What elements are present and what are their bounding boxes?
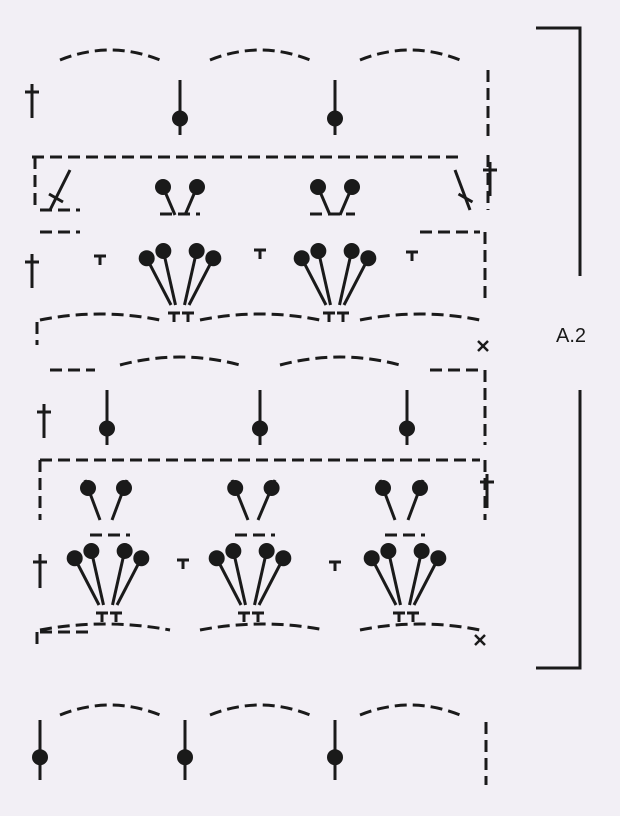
bead-symbol	[380, 543, 397, 559]
bead-symbol	[133, 550, 150, 567]
dc-bar	[48, 192, 64, 204]
bead-symbol	[155, 179, 171, 195]
bead-symbol	[66, 550, 83, 567]
bead-symbol	[263, 480, 280, 496]
bead-symbol	[363, 550, 380, 567]
bead-symbol	[83, 543, 100, 559]
bead-symbol	[172, 110, 188, 127]
dc-bar	[457, 192, 474, 204]
bead-symbol	[327, 110, 343, 127]
bead-symbol	[116, 480, 132, 496]
bead-symbol	[116, 543, 133, 559]
bead-symbol	[208, 550, 225, 567]
sc-line	[477, 340, 489, 352]
chain-arch	[359, 622, 481, 632]
bead-symbol	[258, 543, 275, 559]
dc-stem	[48, 169, 72, 211]
chain-arch	[359, 703, 461, 717]
bead-symbol	[310, 243, 327, 259]
bead-symbol	[188, 243, 205, 259]
bead-symbol	[327, 749, 343, 766]
bead-symbol	[225, 543, 242, 559]
bead-symbol	[32, 749, 48, 766]
bead-symbol	[205, 250, 222, 267]
chain-arch	[359, 48, 461, 62]
chain-arch	[209, 48, 311, 62]
chain-arch	[199, 312, 321, 322]
bead-symbol	[360, 250, 377, 267]
chain-arch	[199, 622, 326, 632]
bracket-top	[536, 26, 582, 276]
bead-symbol	[227, 480, 244, 496]
chain-arch	[119, 355, 241, 367]
bead-symbol	[413, 543, 430, 559]
bead-symbol	[399, 420, 415, 437]
bead-symbol	[344, 179, 360, 195]
sc-line	[474, 634, 486, 646]
bead-symbol	[177, 749, 193, 766]
bead-symbol	[343, 243, 360, 259]
bead-symbol	[310, 179, 326, 195]
bead-symbol	[189, 179, 205, 195]
bead-symbol	[252, 420, 268, 437]
chain-arch	[39, 312, 161, 322]
dc-stem	[453, 169, 472, 211]
bead-symbol	[375, 480, 391, 496]
bead-symbol	[99, 420, 115, 437]
bead-symbol	[80, 480, 96, 496]
bead-symbol	[275, 550, 292, 567]
bead-symbol	[293, 250, 310, 267]
chain-arch	[209, 703, 311, 717]
chain-arch	[59, 48, 161, 62]
bead-symbol	[430, 550, 447, 567]
chain-arch	[39, 622, 171, 632]
chain-arch	[359, 312, 481, 322]
section-label: A.2	[556, 325, 587, 347]
bracket-bottom	[536, 390, 582, 670]
chain-arch	[59, 703, 161, 717]
bead-symbol	[412, 480, 428, 496]
bead-symbol	[138, 250, 155, 267]
chain-arch	[279, 355, 401, 367]
bead-symbol	[155, 243, 172, 259]
